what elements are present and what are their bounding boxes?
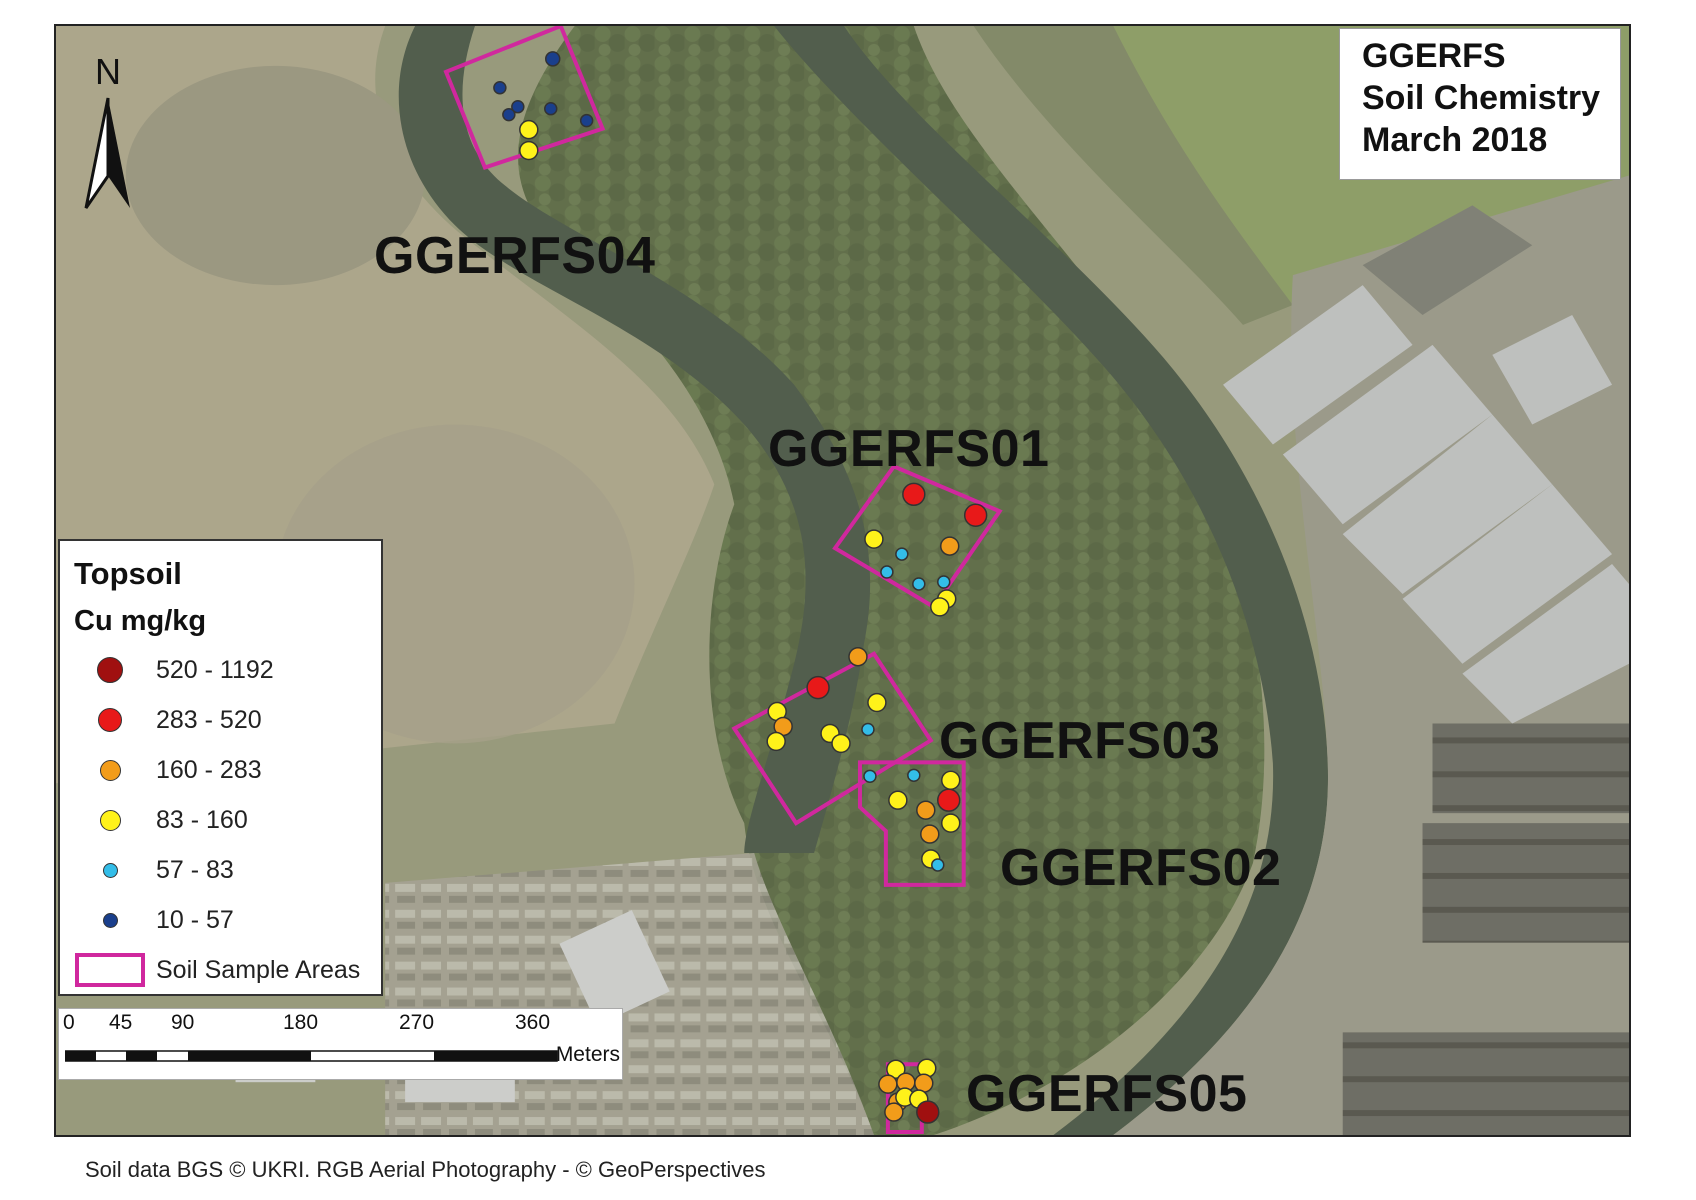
scale-bar-graphic — [65, 1050, 558, 1062]
sample-point-57-83 — [907, 768, 921, 783]
sample-point-520-1192 — [916, 1100, 940, 1124]
legend: Topsoil Cu mg/kg 520 - 1192 283 - 520 16… — [58, 539, 383, 996]
legend-row: 10 - 57 — [74, 895, 381, 945]
sample-point-83-160 — [940, 770, 961, 790]
site-label-ggerfs01: GGERFS01 — [768, 420, 1050, 478]
sample-point-83-160 — [519, 119, 539, 140]
scale-tick-label: 0 — [63, 1011, 75, 1034]
legend-swatch-83-160 — [99, 809, 121, 831]
legend-swatch-283-520 — [98, 708, 122, 732]
legend-label: 83 - 160 — [156, 805, 248, 834]
legend-label: Soil Sample Areas — [156, 955, 361, 984]
legend-swatch-sample-area — [75, 953, 145, 987]
sample-point-160-283 — [914, 1073, 934, 1093]
river — [398, 26, 871, 854]
river-east — [774, 26, 1329, 1135]
legend-swatch-160-283 — [99, 759, 121, 781]
sample-point-10-57 — [511, 99, 525, 114]
sample-point-10-57 — [579, 113, 594, 128]
sample-point-83-160 — [831, 733, 851, 754]
legend-row: 160 - 283 — [74, 745, 381, 795]
sample-point-283-520 — [937, 788, 961, 812]
site-label-ggerfs03: GGERFS03 — [939, 712, 1221, 770]
sample-point-57-83 — [861, 722, 875, 737]
legend-label: 10 - 57 — [156, 905, 234, 934]
sample-point-83-160 — [766, 731, 786, 752]
site-label-ggerfs02: GGERFS02 — [1000, 839, 1282, 897]
sample-point-83-160 — [930, 597, 950, 617]
legend-label: 160 - 283 — [156, 755, 262, 784]
sample-point-160-283 — [884, 1102, 904, 1122]
legend-row: 57 - 83 — [74, 845, 381, 895]
sample-area-ggerfs02 — [857, 760, 966, 887]
sample-point-83-160 — [864, 529, 884, 549]
sample-area-ggerfs03 — [731, 651, 934, 826]
legend-subtitle: Cu mg/kg — [74, 605, 207, 637]
scale-tick-label: 180 — [283, 1011, 319, 1034]
allotments — [973, 26, 1293, 325]
scale-tick-label: 360 — [515, 1011, 551, 1034]
sample-point-57-83 — [912, 577, 926, 591]
sample-point-160-283 — [878, 1074, 898, 1094]
credit-text: Soil data BGS © UKRI. RGB Aerial Photogr… — [85, 1157, 766, 1182]
legend-label: 283 - 520 — [156, 705, 262, 734]
shed-roof-a — [559, 910, 670, 1026]
sample-point-57-83 — [880, 565, 894, 579]
sample-point-283-520 — [806, 675, 830, 700]
aerial-map[interactable] — [56, 26, 1629, 1135]
sample-points — [493, 51, 988, 1124]
sample-point-160-283 — [848, 647, 868, 667]
north-arrow: N — [72, 50, 144, 218]
site-label-ggerfs04: GGERFS04 — [374, 227, 656, 285]
scale-unit: Meters — [555, 1043, 620, 1066]
sample-point-83-160 — [886, 1059, 906, 1079]
sample-area-ggerfs01 — [832, 463, 1003, 610]
sample-point-83-160 — [867, 692, 887, 713]
sample-point-10-57 — [545, 51, 561, 67]
sample-point-83-160 — [519, 140, 539, 161]
sample-point-10-57 — [502, 107, 516, 122]
quarry-pit — [125, 65, 426, 286]
legend-title: Topsoil — [74, 556, 182, 591]
scale-tick-label: 90 — [171, 1011, 195, 1034]
sample-point-283-520 — [902, 482, 926, 507]
sample-point-10-57 — [544, 101, 558, 116]
scale-bar: 0 45 90 180 270 360 Meters — [58, 1008, 623, 1080]
sample-point-160-283 — [940, 536, 960, 556]
legend-label: 520 - 1192 — [156, 655, 274, 684]
title-line-1: GGERFS — [1362, 37, 1506, 75]
sample-point-57-83 — [895, 547, 909, 561]
legend-row: 520 - 1192 — [74, 645, 381, 695]
sample-point-10-57 — [493, 81, 507, 95]
sample-point-83-160 — [940, 813, 961, 833]
legend-swatch-10-57 — [102, 912, 118, 928]
title-line-3: March 2018 — [1362, 121, 1548, 159]
legend-label: 57 - 83 — [156, 855, 234, 884]
sample-point-57-83 — [931, 858, 945, 872]
sample-point-160-283 — [916, 800, 936, 820]
legend-swatch-57-83 — [102, 862, 118, 878]
legend-swatch-520-1192 — [97, 657, 123, 683]
legend-row: 283 - 520 — [74, 695, 381, 745]
map-frame[interactable]: N GGERFS04 GGERFS01 GGERFS03 GGERFS02 GG… — [54, 24, 1631, 1137]
sample-point-83-160 — [888, 790, 908, 810]
legend-row: 83 - 160 — [74, 795, 381, 845]
title-line-2: Soil Chemistry — [1362, 79, 1601, 117]
north-label: N — [95, 51, 121, 92]
scale-tick-label: 45 — [109, 1011, 133, 1034]
sample-point-57-83 — [937, 575, 951, 589]
legend-row: Soil Sample Areas — [74, 945, 381, 995]
sample-point-57-83 — [863, 769, 877, 784]
sample-area-ggerfs04 — [443, 26, 606, 170]
site-label-ggerfs05: GGERFS05 — [966, 1065, 1248, 1123]
scale-tick-label: 270 — [399, 1011, 435, 1034]
sample-point-160-283 — [920, 824, 940, 844]
warehouse-roofs — [1223, 205, 1629, 1135]
title-box: GGERFS Soil Chemistry March 2018 — [1339, 28, 1621, 180]
sample-point-283-520 — [963, 503, 988, 527]
